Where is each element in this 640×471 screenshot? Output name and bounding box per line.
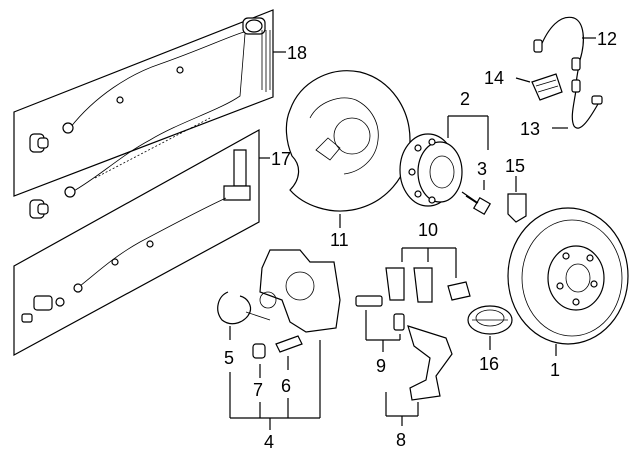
callout-7: 7 — [253, 380, 263, 400]
brake-hose-part-13 — [571, 79, 603, 129]
callout-3: 3 — [477, 159, 487, 179]
panel-18-sensor-wires — [13, 9, 274, 219]
callout-10: 10 — [418, 220, 438, 240]
brake-hose-part-12 — [533, 16, 584, 87]
caliper-part-4 — [259, 249, 341, 333]
spring-clip-part-5 — [217, 291, 271, 325]
callout-14: 14 — [484, 68, 504, 88]
bracket-part-15 — [507, 193, 527, 223]
callout-4: 4 — [264, 432, 274, 452]
brake-rotor-part-1 — [507, 207, 629, 345]
brake-pads-part-10 — [385, 267, 471, 303]
hub-bolt-part-3 — [461, 191, 492, 216]
panel-17-abs-sensor — [13, 128, 260, 357]
bleeder-cap-part-7 — [252, 343, 266, 359]
callout-11: 11 — [330, 230, 349, 250]
caliper-bracket-part-8 — [407, 325, 453, 401]
callout-2: 2 — [460, 89, 470, 109]
hose-clip-part-14 — [531, 73, 563, 101]
guide-pins-part-9 — [355, 295, 405, 331]
hub-bearing-part-2 — [399, 133, 463, 207]
callout-6: 6 — [281, 376, 291, 396]
callout-15: 15 — [505, 156, 525, 176]
callout-8: 8 — [396, 430, 406, 450]
callout-17: 17 — [271, 149, 291, 169]
bleeder-part-6 — [275, 335, 303, 353]
boot-part-16 — [467, 305, 513, 335]
callout-18: 18 — [287, 43, 307, 63]
callout-1: 1 — [550, 360, 560, 380]
callout-16: 16 — [479, 354, 499, 374]
callout-5: 5 — [224, 348, 234, 368]
callout-13: 13 — [520, 119, 540, 139]
callout-9: 9 — [376, 356, 386, 376]
splash-shield-part-11 — [285, 70, 411, 212]
callout-12: 12 — [597, 29, 617, 49]
